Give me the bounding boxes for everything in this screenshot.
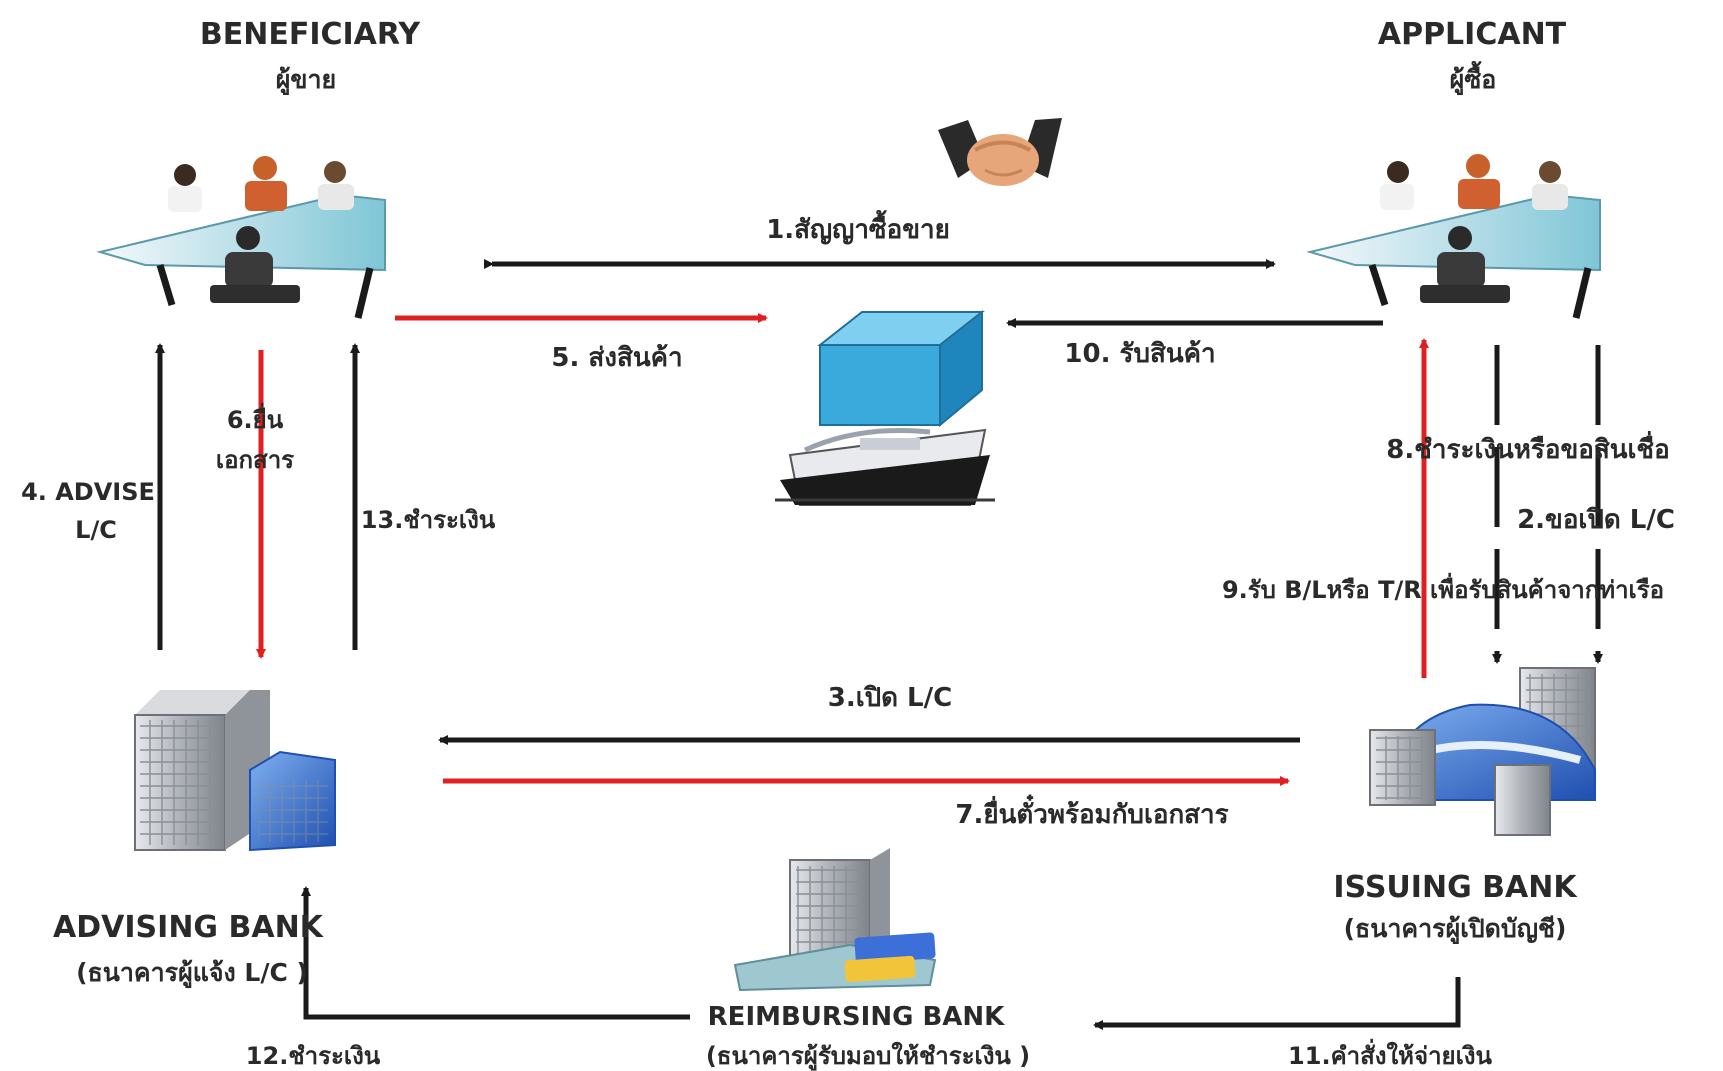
step-11-label: 11.คำสั่งให้จ่ายเงิน xyxy=(1288,1038,1492,1070)
step-6-label-line1: 6.ยื่น xyxy=(227,402,284,434)
issuing-bank-title: ISSUING BANK xyxy=(1333,870,1578,905)
step-6-label-line2: เอกสาร xyxy=(216,446,294,474)
advising-bank-title: ADVISING BANK xyxy=(53,910,325,945)
applicant-office-icon xyxy=(1306,154,1601,319)
beneficiary-subtitle: ผู้ขาย xyxy=(276,65,336,96)
beneficiary-office-icon xyxy=(96,156,386,319)
step-4-label-line1: 4. ADVISE xyxy=(21,478,155,506)
step-13-label: 13.ชำระเงิน xyxy=(361,506,496,534)
step-8-label: 8.ชำระเงินหรือขอสินเชื่อ xyxy=(1386,430,1669,465)
ship-icon xyxy=(775,428,995,506)
reimbursing-bank-building-icon xyxy=(733,848,937,992)
step-9-label: 9.รับ B/Lหรือ T/R เพื่อรับสินค้าจากท่าเร… xyxy=(1222,572,1664,604)
step-10-label: 10. รับสินค้า xyxy=(1064,339,1215,369)
step-1-label: 1.สัญญาซื้อขาย xyxy=(766,209,950,245)
advising-bank-building-icon xyxy=(134,690,336,852)
applicant-subtitle: ผู้ซื้อ xyxy=(1450,60,1497,96)
cargo-box-icon xyxy=(817,309,985,428)
issuing-bank-building-icon xyxy=(1369,667,1596,836)
step-7-label: 7.ยื่นตั๋วพร้อมกับเอกสาร xyxy=(955,794,1228,830)
reimbursing-bank-subtitle: (ธนาคารผู้รับมอบให้ชำระเงิน ) xyxy=(706,1041,1030,1071)
step-4-label-line2: L/C xyxy=(75,516,117,544)
handshake-icon xyxy=(938,118,1062,186)
arrow-step-11 xyxy=(1093,977,1461,1030)
step-12-label: 12.ชำระเงิน xyxy=(246,1042,381,1070)
beneficiary-title: BENEFICIARY xyxy=(200,17,421,52)
advising-bank-subtitle: (ธนาคารผู้แจ้ง L/C ) xyxy=(76,958,308,989)
step-3-label: 3.เปิด L/C xyxy=(828,683,952,713)
reimbursing-bank-title: REIMBURSING BANK xyxy=(708,1002,1006,1032)
arrow-step-12 xyxy=(301,886,690,1020)
issuing-bank-subtitle: (ธนาคารผู้เปิดบัญชี) xyxy=(1344,914,1567,945)
step-2-label: 2.ขอเปิด L/C xyxy=(1517,505,1675,535)
step-5-label: 5. ส่งสินค้า xyxy=(551,343,682,373)
applicant-title: APPLICANT xyxy=(1378,17,1567,52)
